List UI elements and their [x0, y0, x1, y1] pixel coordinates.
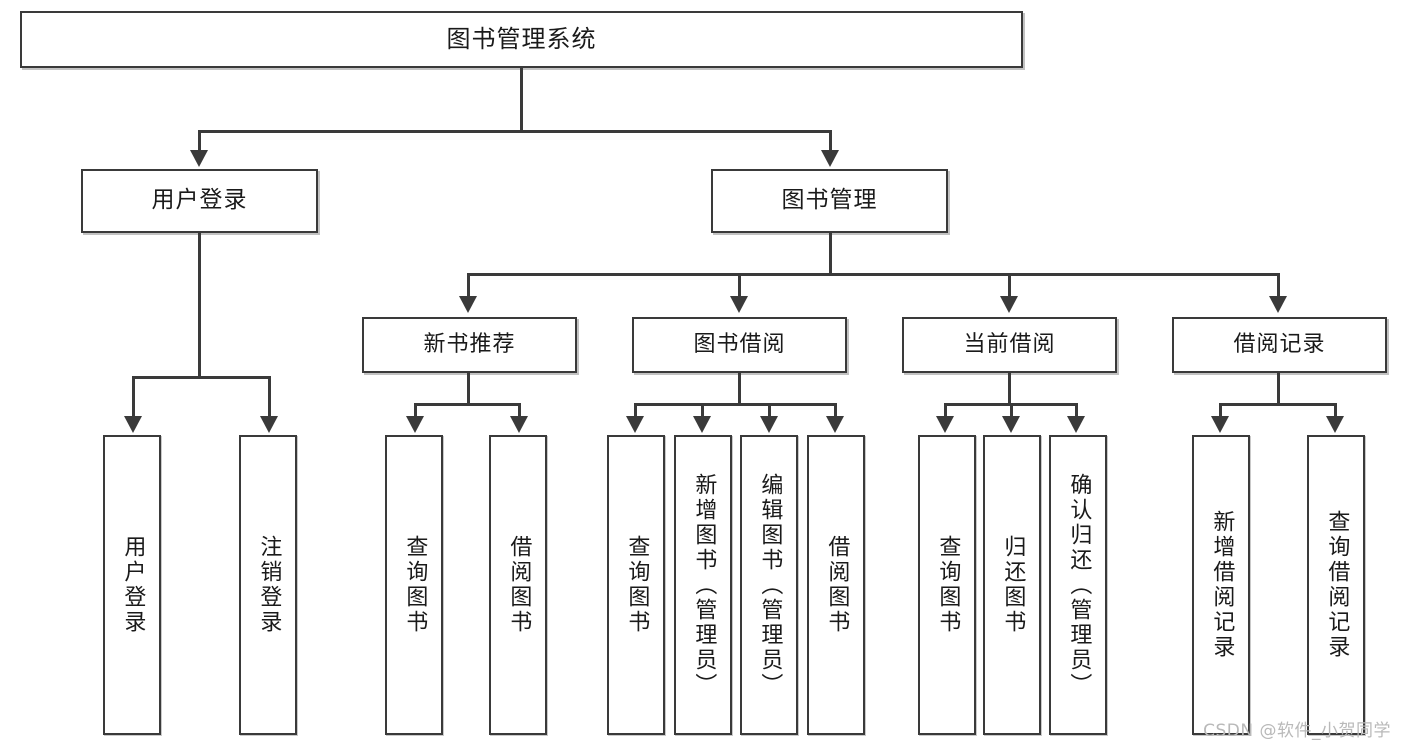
connector-book-borrow-drop-2 [701, 403, 704, 418]
arrowhead-current-borrow-leaf-3 [1067, 416, 1085, 433]
arrowhead-borrow-record-leaf-2 [1326, 416, 1344, 433]
node-label: 注销登录 [256, 535, 282, 635]
connector-new-book-drop-2 [518, 403, 521, 418]
node-borrow-record[interactable]: 借阅记录 [1172, 317, 1387, 373]
node-book-management[interactable]: 图书管理 [711, 169, 948, 233]
leaf-user-login-logout[interactable]: 注销登录 [239, 435, 297, 735]
connector-borrow-record-bar [1219, 403, 1336, 406]
node-label: 当前借阅 [963, 331, 1056, 357]
arrowhead-book-borrow-leaf-4 [826, 416, 844, 433]
node-label: 图书管理 [781, 187, 878, 214]
node-label: 查询图书 [624, 535, 650, 635]
node-label: 图书借阅 [693, 331, 786, 357]
connector-borrow-record-drop-1 [1219, 403, 1222, 418]
leaf-book-borrow-borrow[interactable]: 借阅图书 [807, 435, 865, 735]
node-label: 用户登录 [151, 187, 248, 214]
connector-user-login-drop-2 [268, 376, 271, 418]
leaf-new-book-borrow[interactable]: 借阅图书 [489, 435, 547, 735]
node-new-book-recommend[interactable]: 新书推荐 [362, 317, 577, 373]
arrowhead-current-borrow-leaf-2 [1002, 416, 1020, 433]
leaf-book-borrow-add[interactable]: 新增图书（管理员） [674, 435, 732, 735]
connector-book-mgmt-drop-3 [1008, 273, 1011, 298]
node-label: 新增借阅记录 [1209, 510, 1235, 660]
arrowhead-current-borrow-leaf-1 [936, 416, 954, 433]
leaf-current-borrow-confirm-return[interactable]: 确认归还（管理员） [1049, 435, 1107, 735]
arrowhead-book-mgmt-to-new-book [459, 296, 477, 313]
connector-user-login-drop-1 [132, 376, 135, 418]
node-label: 查询图书 [935, 535, 961, 635]
node-user-login[interactable]: 用户登录 [81, 169, 318, 233]
csdn-watermark: CSDN @软件_小贺同学 [1203, 721, 1391, 741]
node-label: 查询图书 [402, 535, 428, 635]
arrowhead-new-book-leaf-2 [510, 416, 528, 433]
arrowhead-user-login-leaf-2 [260, 416, 278, 433]
node-label: 新增图书（管理员） [691, 472, 717, 698]
connector-root-to-book-mgmt [829, 130, 832, 152]
connector-user-login-stem [198, 233, 201, 376]
leaf-book-borrow-query[interactable]: 查询图书 [607, 435, 665, 735]
connector-new-book-bar [414, 403, 521, 406]
leaf-user-login-login[interactable]: 用户登录 [103, 435, 161, 735]
node-label: 图书管理系统 [446, 25, 597, 54]
arrowhead-borrow-record-leaf-1 [1211, 416, 1229, 433]
connector-book-mgmt-stem [829, 233, 832, 273]
connector-book-mgmt-drop-2 [738, 273, 741, 298]
connector-book-borrow-stem [738, 373, 741, 403]
connector-current-borrow-drop-1 [944, 403, 947, 418]
node-label: 借阅记录 [1233, 331, 1326, 357]
arrowhead-book-mgmt-to-current-borrow [1000, 296, 1018, 313]
arrowhead-user-login-leaf-1 [124, 416, 142, 433]
connector-book-mgmt-drop-4 [1277, 273, 1280, 298]
connector-new-book-stem [467, 373, 470, 403]
connector-new-book-drop-1 [414, 403, 417, 418]
connector-borrow-record-drop-2 [1334, 403, 1337, 418]
leaf-current-borrow-query[interactable]: 查询图书 [918, 435, 976, 735]
arrowhead-book-borrow-leaf-1 [626, 416, 644, 433]
arrowhead-book-mgmt-to-book-borrow [730, 296, 748, 313]
node-label: 借阅图书 [506, 535, 532, 635]
connector-book-mgmt-drop-1 [467, 273, 470, 298]
arrowhead-new-book-leaf-1 [406, 416, 424, 433]
connector-root-bar [198, 130, 832, 133]
node-label: 编辑图书（管理员） [757, 472, 783, 698]
node-book-borrow[interactable]: 图书借阅 [632, 317, 847, 373]
connector-book-borrow-drop-3 [768, 403, 771, 418]
connector-book-borrow-bar [634, 403, 837, 406]
node-label: 归还图书 [1000, 535, 1026, 635]
connector-book-borrow-drop-1 [634, 403, 637, 418]
arrowhead-book-mgmt-to-borrow-record [1269, 296, 1287, 313]
node-label: 借阅图书 [824, 535, 850, 635]
leaf-borrow-record-add[interactable]: 新增借阅记录 [1192, 435, 1250, 735]
connector-borrow-record-stem [1277, 373, 1280, 403]
node-label: 查询借阅记录 [1324, 510, 1350, 660]
leaf-new-book-query[interactable]: 查询图书 [385, 435, 443, 735]
node-label: 新书推荐 [423, 331, 516, 357]
connector-book-borrow-drop-4 [834, 403, 837, 418]
node-label: 确认归还（管理员） [1066, 472, 1092, 698]
leaf-borrow-record-query[interactable]: 查询借阅记录 [1307, 435, 1365, 735]
node-root-system[interactable]: 图书管理系统 [20, 11, 1023, 68]
connector-root-stem [520, 68, 523, 130]
arrowhead-book-borrow-leaf-2 [693, 416, 711, 433]
connector-current-borrow-stem [1008, 373, 1011, 403]
node-current-borrow[interactable]: 当前借阅 [902, 317, 1117, 373]
connector-current-borrow-drop-3 [1075, 403, 1078, 418]
arrowhead-root-to-user-login [190, 150, 208, 167]
arrowhead-book-borrow-leaf-3 [760, 416, 778, 433]
connector-user-login-bar [132, 376, 270, 379]
arrowhead-root-to-book-mgmt [821, 150, 839, 167]
node-label: 用户登录 [120, 535, 146, 635]
leaf-book-borrow-edit[interactable]: 编辑图书（管理员） [740, 435, 798, 735]
connector-current-borrow-drop-2 [1010, 403, 1013, 418]
connector-book-mgmt-bar [467, 273, 1279, 276]
connector-root-to-user-login [198, 130, 201, 152]
leaf-current-borrow-return[interactable]: 归还图书 [983, 435, 1041, 735]
